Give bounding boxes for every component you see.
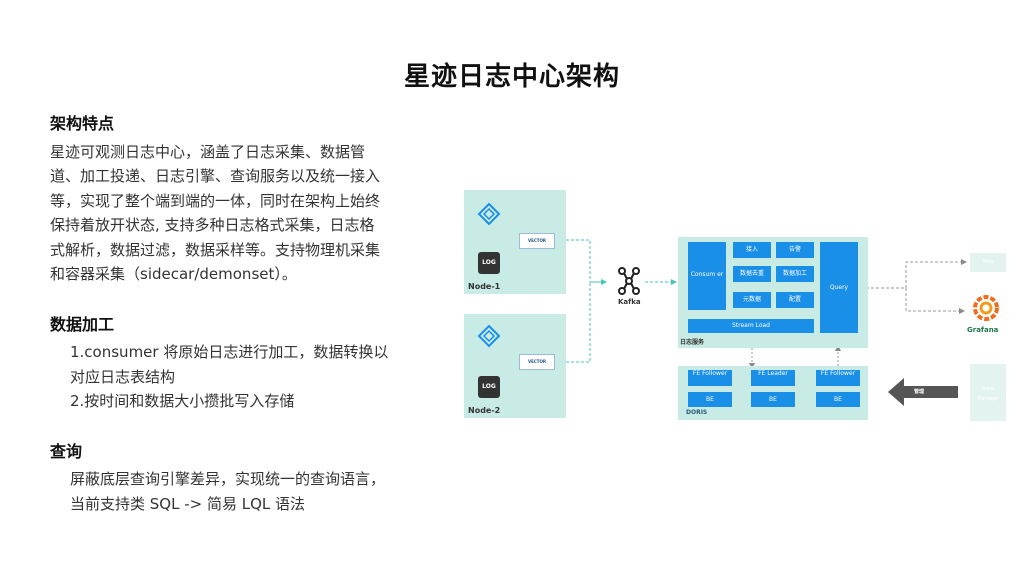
query-to-grafana [866,287,965,314]
node-1-label: Node-1 [468,282,501,291]
query-block: Query [820,242,858,333]
features-line: 和容器采集（sidecar/demonset）。 [50,265,297,283]
process-block: 数据加工 [776,266,814,282]
consumer-block: Consum er [688,242,726,310]
processing-section: 数据加工 1.consumer 将原始日志进行加工，数据转换以 对应日志表结构 … [50,313,440,414]
processing-heading: 数据加工 [50,314,115,334]
doris-panel: FE Follower FE Leader FE Follower BE BE … [678,366,868,420]
log-service-panel: Consum er 接入 告警 数据去重 数据加工 元数据 配置 Stream … [678,237,868,348]
manage-arrow-icon [888,378,958,406]
description-column: 架构特点 星迹可观测日志中心，涵盖了日志采集、数据管 道、加工投递、日志引擎、查… [50,112,440,516]
manage-label: 管理 [914,389,925,395]
features-line: 星迹可观测日志中心，涵盖了日志采集、数据管 [50,142,366,161]
node2-to-kafka [546,279,607,363]
query-line: 屏蔽底层查询引擎差异，实现统一的查询语言， [70,470,386,488]
query-section: 查询 屏蔽底层查询引擎差异，实现统一的查询语言， 当前支持类 SQL -> 简易… [50,440,440,517]
node-2-label: Node-2 [468,406,501,415]
features-line: 等，实现了整个端到端的一体，同时在架构上始终 [50,191,381,210]
alert-block: 告警 [776,242,814,258]
node-1-panel: LOG VECTOR Node-1 [464,190,566,294]
dedupe-block: 数据去重 [733,266,771,282]
doris-logo: DORIS [686,409,708,416]
log-file-icon: LOG [478,376,500,398]
vector-logo: VECTOR [519,233,555,249]
kafka-icon [618,267,640,295]
be-3-block: BE [816,392,860,407]
vector-logo: VECTOR [519,354,555,370]
processing-text: 1.consumer 将原始日志进行加工，数据转换以 对应日志表结构 2.按时间… [50,340,440,414]
query-to-web [866,259,967,289]
fe-leader-block: FE Leader [751,370,795,386]
fe-follower-2-block: FE Follower [816,370,860,386]
log-file-icon: LOG [478,252,500,274]
kafka-label: Kafka [618,298,641,306]
be-2-block: BE [751,392,795,407]
config-block: 配置 [776,292,814,308]
doris-manager-box: Doris Manager [970,364,1006,421]
grafana-icon [973,295,999,321]
features-line: 保持着放开状态, 支持多种日志格式采集，日志格 [50,216,375,234]
metadata-block: 元数据 [733,292,771,308]
features-line: 式解析，数据过滤，数据采样等。支持物理机采集 [50,240,381,259]
features-line: 道、加工投递、日志引擎、查询服务以及统一接入 [50,167,381,185]
log-service-label: 日志服务 [680,339,705,346]
query-text: 屏蔽底层查询引擎差异，实现统一的查询语言， 当前支持类 SQL -> 简易 LQ… [50,467,440,516]
processing-line: 1.consumer 将原始日志进行加工，数据转换以 [70,343,389,361]
grafana-label: Grafana [967,326,999,334]
node-2-panel: LOG VECTOR Node-2 [464,314,566,418]
fe-follower-1-block: FE Follower [688,370,732,386]
features-section: 架构特点 星迹可观测日志中心，涵盖了日志采集、数据管 道、加工投递、日志引擎、查… [50,112,440,287]
node1-to-kafka [546,239,606,283]
processing-line: 对应日志表结构 [70,367,176,386]
page-title: 星迹日志中心架构 [403,62,620,92]
query-line: 当前支持类 SQL -> 简易 LQL 语法 [70,494,306,513]
features-text: 星迹可观测日志中心，涵盖了日志采集、数据管 道、加工投递、日志引擎、查询服务以及… [50,140,440,287]
query-heading: 查询 [50,441,83,461]
ingest-block: 接入 [733,242,771,258]
collector-icon [477,202,501,226]
web-box: Web [970,253,1006,272]
collector-icon [477,324,501,348]
stream-load-block: Stream Load [688,319,814,333]
features-heading: 架构特点 [50,114,115,133]
be-1-block: BE [688,392,732,407]
processing-line: 2.按时间和数据大小攒批写入存储 [70,392,295,410]
